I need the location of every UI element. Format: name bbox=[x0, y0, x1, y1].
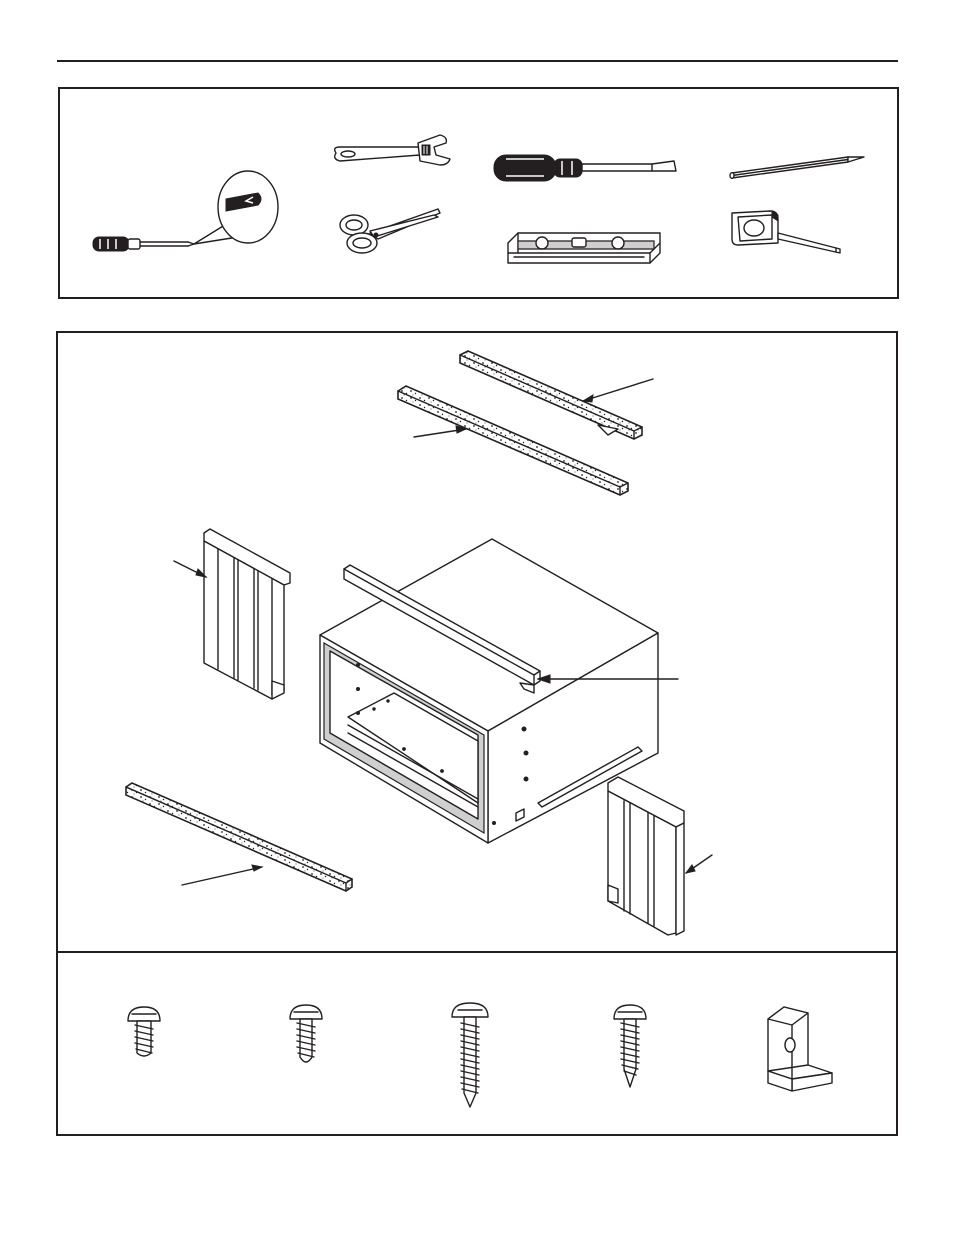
scissors-icon bbox=[334, 205, 444, 257]
short-screw-icon bbox=[124, 1005, 164, 1065]
top-rule bbox=[57, 60, 898, 62]
adjustable-wrench-icon bbox=[330, 133, 455, 169]
hardware-divider bbox=[58, 951, 896, 953]
pointed-screw-icon bbox=[610, 1003, 650, 1091]
side-curtain-icon bbox=[608, 777, 684, 935]
medium-screw-icon bbox=[286, 1003, 326, 1073]
level-icon bbox=[504, 229, 664, 269]
phillips-screwdriver-icon bbox=[88, 179, 288, 259]
parts-exploded-view bbox=[58, 333, 896, 949]
top-foam-leader bbox=[583, 379, 653, 401]
long-screw-icon bbox=[448, 1001, 492, 1111]
l-bracket-icon bbox=[762, 1003, 842, 1097]
bottom-foam-leader bbox=[182, 867, 262, 885]
pencil-icon bbox=[728, 151, 868, 181]
tape-measure-icon bbox=[728, 207, 848, 257]
tools-panel bbox=[58, 87, 899, 299]
parts-panel bbox=[56, 331, 898, 1136]
flat-screwdriver-icon bbox=[492, 149, 682, 189]
side-curtain-icon bbox=[204, 529, 290, 699]
foam-strip-icon bbox=[126, 783, 352, 891]
foam-strip-icon bbox=[398, 386, 628, 495]
